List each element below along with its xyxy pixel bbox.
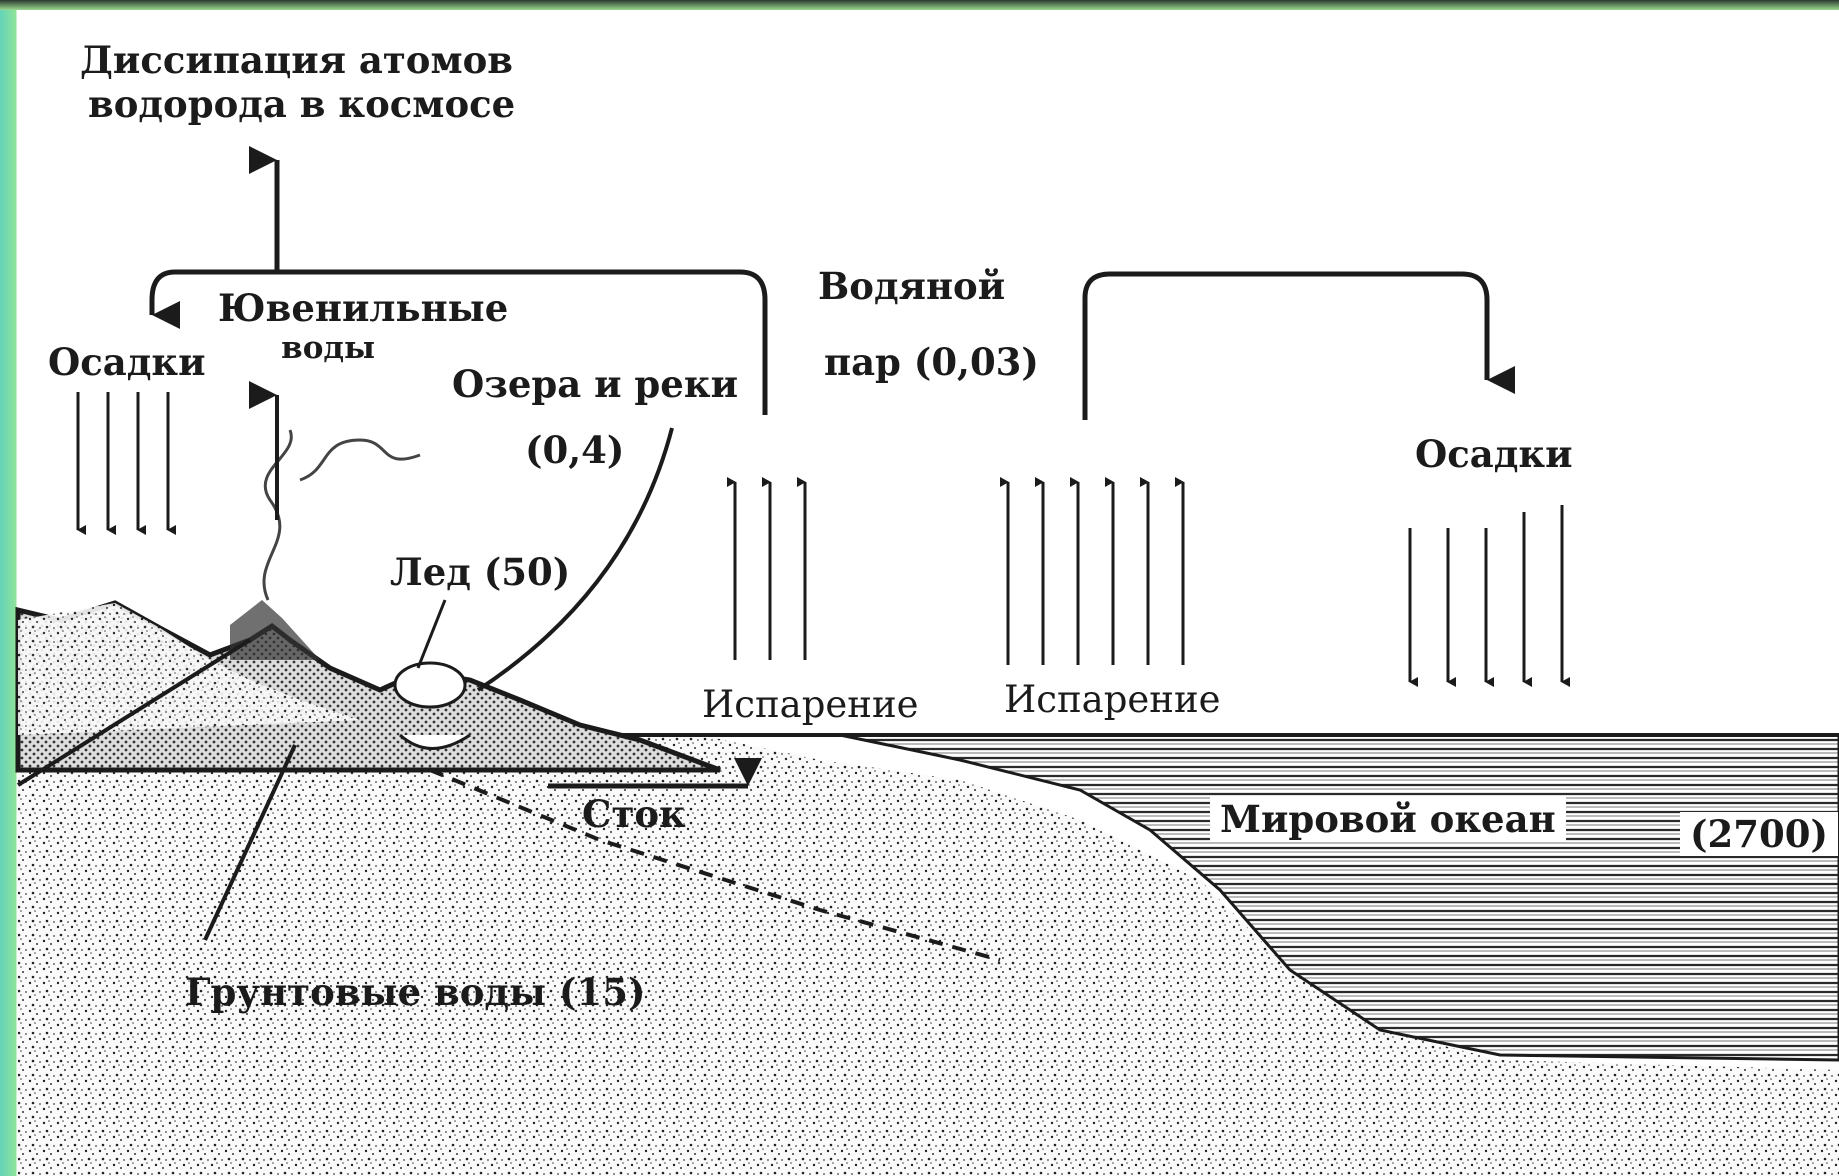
vapor-loop-right xyxy=(1085,274,1487,420)
ocean-label: Мировой океан xyxy=(1210,797,1566,841)
vapor-label-line-2: пар (0,03) xyxy=(824,340,1039,384)
precip-left-arrows xyxy=(78,392,168,530)
lakes-label: Озера и реки xyxy=(452,362,738,406)
runoff-label: Сток xyxy=(582,792,686,836)
precip-right-arrows xyxy=(1410,505,1562,682)
evap-label-1: Испарение xyxy=(702,683,919,727)
precip-right-label: Осадки xyxy=(1415,432,1573,476)
ice-pointer xyxy=(418,600,445,668)
volcano-peak xyxy=(230,600,320,660)
dissipation-line-2: водорода в космосе xyxy=(80,82,515,126)
dissipation-line-1: Диссипация атомов xyxy=(80,38,515,82)
evap-arrows-1 xyxy=(735,482,805,660)
juvenile-line-1: Ювенильные xyxy=(218,286,508,330)
dissipation-label: Диссипация атомов водорода в космосе xyxy=(80,38,515,127)
ice-cap xyxy=(395,663,465,707)
ocean-value-label: (2700) xyxy=(1680,812,1838,856)
precip-left-label: Осадки xyxy=(48,340,206,384)
juvenile-label: Ювенильные воды xyxy=(218,286,508,368)
evap-arrows-2 xyxy=(1008,482,1183,665)
lakes-value-label: (0,4) xyxy=(525,428,624,472)
groundwater-label: Грунтовые воды (15) xyxy=(185,970,646,1014)
vapor-label-line-1: Водяной xyxy=(818,264,1005,308)
ice-label: Лед (50) xyxy=(390,550,570,594)
evap-label-2: Испарение xyxy=(1004,678,1221,722)
